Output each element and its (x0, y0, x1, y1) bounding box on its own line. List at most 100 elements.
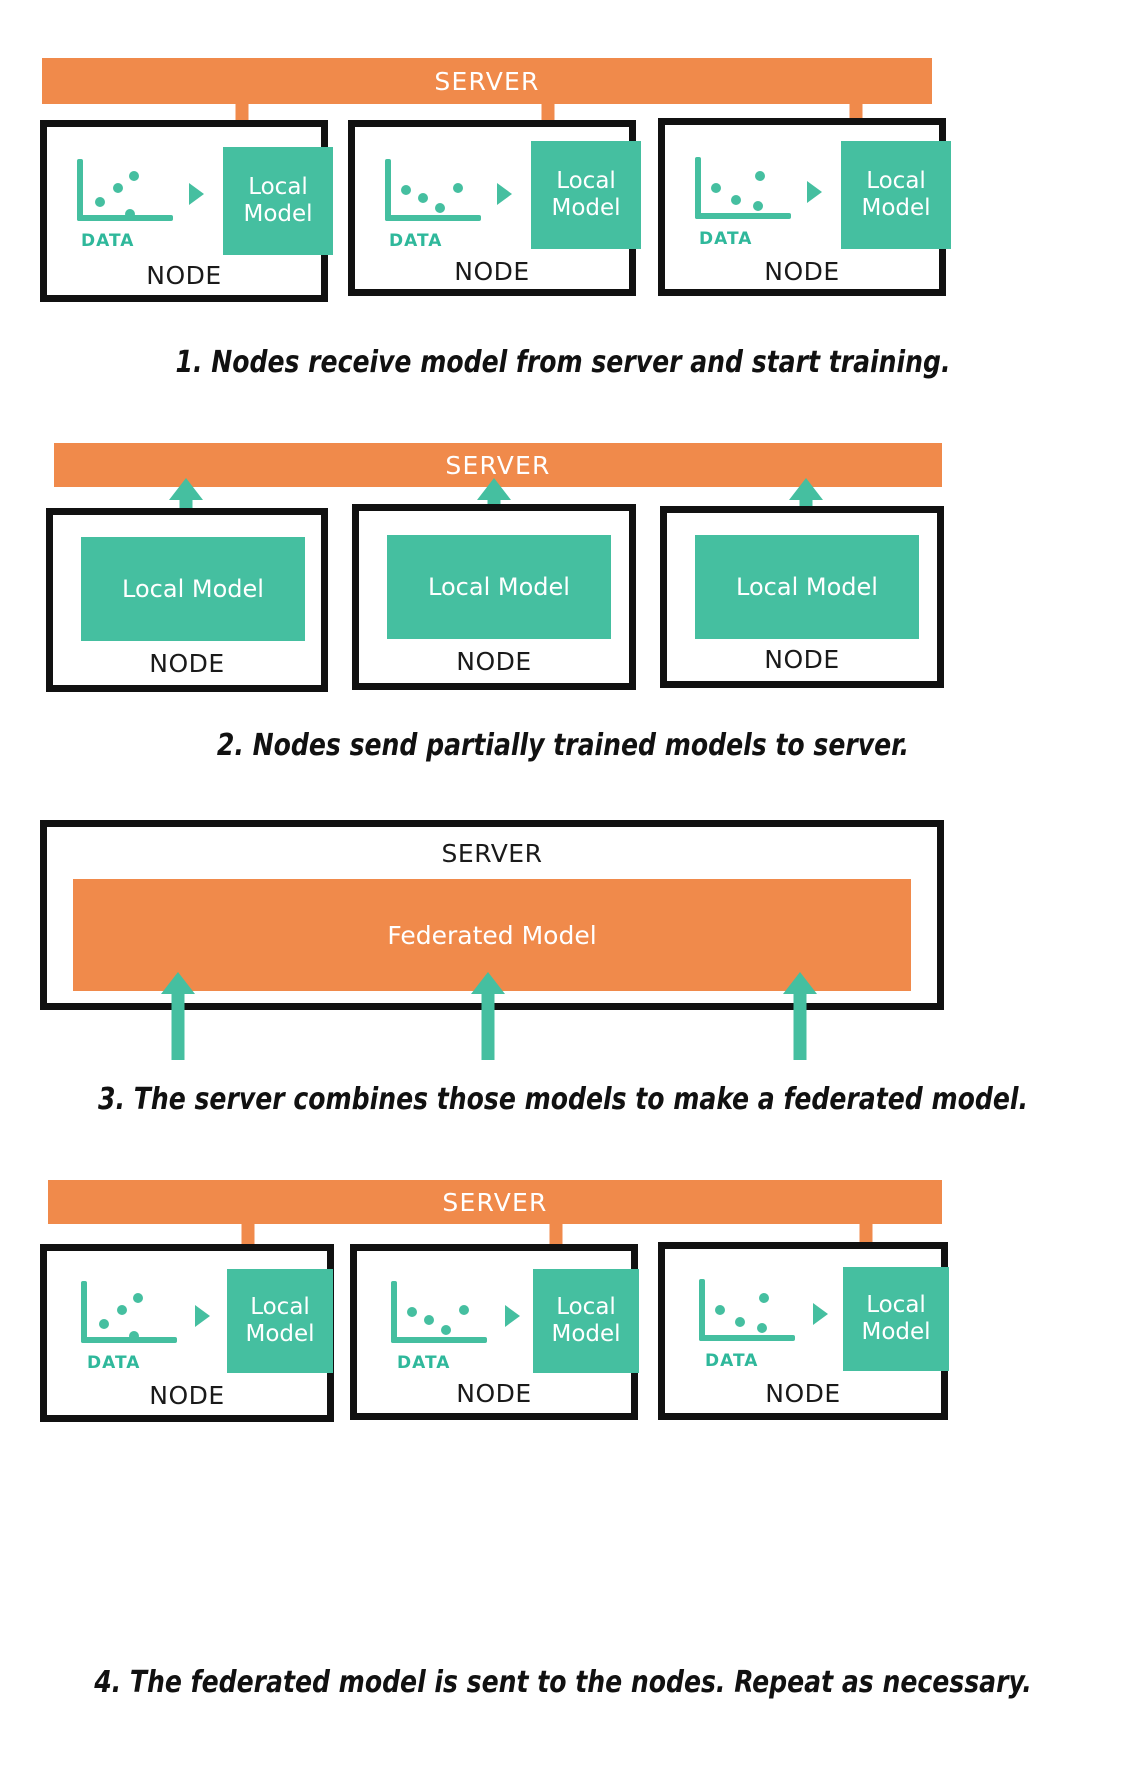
node-box-1-2: DATA Local Model NODE (348, 120, 641, 296)
scatter-x-axis (385, 215, 481, 221)
scatter-dot (129, 1331, 139, 1341)
scatter-x-axis (81, 1337, 177, 1343)
data-scatter-icon (385, 159, 481, 221)
panel-step-2: SERVER Local Model NODE Local Model NODE… (0, 0, 1126, 800)
server-label: SERVER (442, 1187, 548, 1217)
data-scatter-icon (695, 157, 791, 219)
scatter-dot (715, 1305, 725, 1315)
node-label: NODE (764, 257, 840, 286)
panel-step-3: SERVER Federated Model 3. The server com… (40, 820, 1028, 1117)
node-box-2-1: Local Model NODE (46, 508, 328, 692)
flow-arrow-icon (807, 181, 822, 203)
arrow-head (471, 972, 505, 994)
scatter-dot (441, 1325, 451, 1335)
flow-arrow-icon (195, 1305, 210, 1327)
node-label: NODE (146, 261, 222, 290)
data-label: DATA (397, 1353, 451, 1373)
scatter-y-axis (699, 1279, 705, 1341)
caption-step-2: 2. Nodes send partially trained models t… (216, 728, 910, 763)
node-box-4-3: DATA Local Model NODE (658, 1242, 949, 1420)
scatter-dot (113, 183, 123, 193)
local-model-box: Local Model (387, 535, 611, 639)
arrow-head (783, 972, 817, 994)
local-model-box: Local Model (531, 141, 641, 249)
data-label: DATA (389, 231, 443, 251)
caption-step-3: 3. The server combines those models to m… (97, 1082, 1028, 1117)
arrow-up-3-2 (470, 972, 506, 1060)
data-label: DATA (81, 231, 135, 251)
arrow-shaft (481, 988, 495, 1060)
scatter-dot (755, 171, 765, 181)
scatter-dot (453, 183, 463, 193)
scatter-x-axis (699, 1335, 795, 1341)
scatter-y-axis (77, 159, 83, 221)
node-label: NODE (765, 1379, 841, 1408)
node-box-1-3: DATA Local Model NODE (658, 118, 951, 296)
arrow-head (161, 972, 195, 994)
scatter-dot (424, 1315, 434, 1325)
scatter-dot (129, 171, 139, 181)
node-box-2-3: Local Model NODE (660, 506, 944, 688)
node-label: NODE (456, 647, 532, 676)
data-scatter-icon (81, 1281, 177, 1343)
scatter-dot (401, 185, 411, 195)
caption-step-4: 4. The federated model is sent to the no… (94, 1665, 1032, 1700)
panel-step-1: SERVER DATA Local M (0, 0, 1126, 400)
data-scatter-icon (391, 1281, 487, 1343)
local-model-box: Local Model (843, 1267, 949, 1371)
scatter-dot (435, 203, 445, 213)
scatter-dot (117, 1305, 127, 1315)
flow-arrow-icon (505, 1305, 520, 1327)
server-bar-1: SERVER (42, 58, 932, 104)
node-box-4-2: DATA Local Model NODE (350, 1244, 639, 1420)
scatter-dot (759, 1293, 769, 1303)
node-box-2-2: Local Model NODE (352, 504, 636, 690)
local-model-box: Local Model (81, 537, 305, 641)
scatter-dot (711, 183, 721, 193)
server-label: SERVER (445, 450, 551, 480)
scatter-x-axis (77, 215, 173, 221)
arrow-head (477, 478, 511, 500)
node-label: NODE (149, 1381, 225, 1410)
node-label: NODE (454, 257, 530, 286)
scatter-dot (407, 1307, 417, 1317)
scatter-dot (133, 1293, 143, 1303)
data-label: DATA (699, 229, 753, 249)
scatter-dot (731, 195, 741, 205)
flow-arrow-icon (497, 183, 512, 205)
scatter-dot (459, 1305, 469, 1315)
local-model-box: Local Model (227, 1269, 333, 1373)
server-label: SERVER (434, 66, 540, 96)
flow-arrow-icon (813, 1303, 828, 1325)
local-model-box: Local Model (695, 535, 919, 639)
data-label: DATA (87, 1353, 141, 1373)
node-box-1-1: DATA Local Model NODE (40, 120, 333, 302)
scatter-dot (757, 1323, 767, 1333)
node-label: NODE (149, 649, 225, 678)
data-label: DATA (705, 1351, 759, 1371)
arrow-up-3-3 (782, 972, 818, 1060)
caption-step-1: 1. Nodes receive model from server and s… (175, 345, 951, 380)
node-label: NODE (764, 645, 840, 674)
data-scatter-icon (699, 1279, 795, 1341)
scatter-dot (99, 1319, 109, 1329)
node-box-4-1: DATA Local Model NODE (40, 1244, 334, 1422)
scatter-dot (95, 197, 105, 207)
scatter-dot (125, 209, 135, 219)
scatter-x-axis (695, 213, 791, 219)
scatter-dot (753, 201, 763, 211)
scatter-y-axis (391, 1281, 397, 1343)
scatter-y-axis (695, 157, 701, 219)
arrow-shaft (171, 988, 185, 1060)
server-label: SERVER (441, 839, 543, 868)
scatter-x-axis (391, 1337, 487, 1343)
scatter-y-axis (385, 159, 391, 221)
data-scatter-icon (77, 159, 173, 221)
arrow-shaft (793, 988, 807, 1060)
arrow-up-3-1 (160, 972, 196, 1060)
server-bar-4: SERVER (48, 1180, 942, 1224)
node-label: NODE (456, 1379, 532, 1408)
arrow-head (169, 478, 203, 500)
